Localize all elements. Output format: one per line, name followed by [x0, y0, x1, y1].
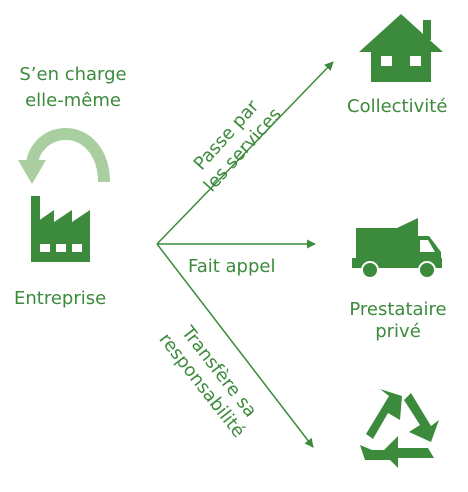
target-middle-line1: Prestataire [349, 299, 447, 320]
arrow-bottom [156, 243, 314, 448]
arrow-top [156, 61, 334, 245]
recycle-icon [360, 389, 439, 468]
target-middle-line2: privé [375, 321, 421, 342]
arrow-middle-label: Fait appel [188, 256, 276, 277]
arrows [156, 61, 334, 448]
entity-label: Entreprise [14, 288, 107, 309]
self-caption: S’en charge elle-même [8, 64, 138, 112]
target-middle-label: Prestataire privé [338, 299, 458, 343]
factory-icon [31, 196, 90, 262]
self-caption-line1: S’en charge [19, 64, 127, 85]
truck-icon [352, 218, 442, 279]
target-top-label: Collectivité [347, 96, 448, 117]
loop-arrow-icon [18, 127, 110, 184]
house-icon [359, 14, 443, 82]
self-caption-line2: elle-même [25, 90, 121, 111]
